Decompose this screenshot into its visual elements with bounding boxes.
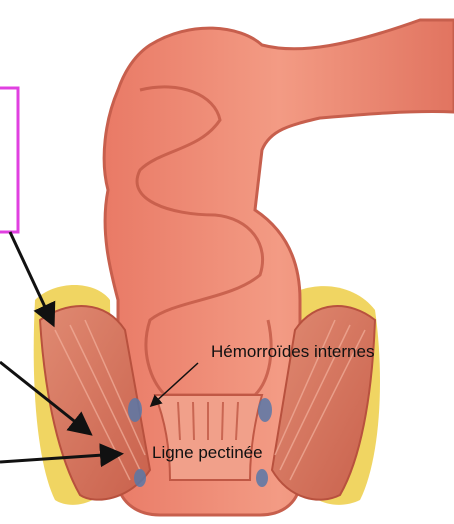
- highlight-box: [0, 88, 18, 232]
- arrow-to-levator: [10, 232, 52, 322]
- label-pectinate-line: Ligne pectinée: [152, 443, 263, 462]
- label-internal-hemorrhoids: Hémorroïdes internes: [211, 342, 374, 361]
